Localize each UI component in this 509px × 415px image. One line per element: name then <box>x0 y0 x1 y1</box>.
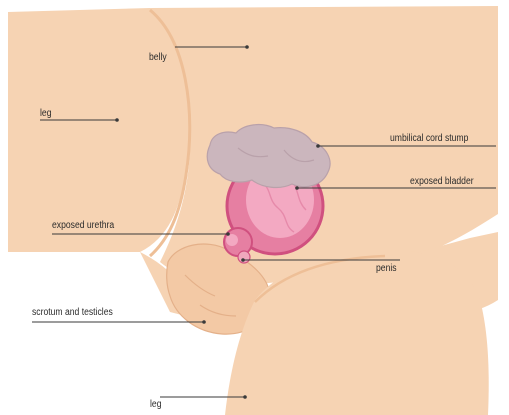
leader-leg-bottom-dot <box>243 395 247 399</box>
leader-penis-dot <box>241 258 245 262</box>
label-umbilical-cord-stump: umbilical cord stump <box>390 133 468 145</box>
leader-scrotum-dot <box>202 320 206 324</box>
left-leg-shape <box>8 8 190 252</box>
label-belly: belly <box>149 52 167 64</box>
leader-belly-dot <box>245 45 249 49</box>
label-leg-left: leg <box>40 108 51 120</box>
leader-bladder-dot <box>295 186 299 190</box>
label-scrotum-and-testicles: scrotum and testicles <box>32 307 113 319</box>
label-leg-bottom: leg <box>150 399 161 411</box>
urethra-inner <box>226 234 238 246</box>
leader-urethra-dot <box>226 232 230 236</box>
leader-leg-left-dot <box>115 118 119 122</box>
label-exposed-bladder: exposed bladder <box>410 176 474 188</box>
label-penis: penis <box>376 263 397 275</box>
leader-umbilical-dot <box>316 144 320 148</box>
label-exposed-urethra: exposed urethra <box>52 220 114 232</box>
